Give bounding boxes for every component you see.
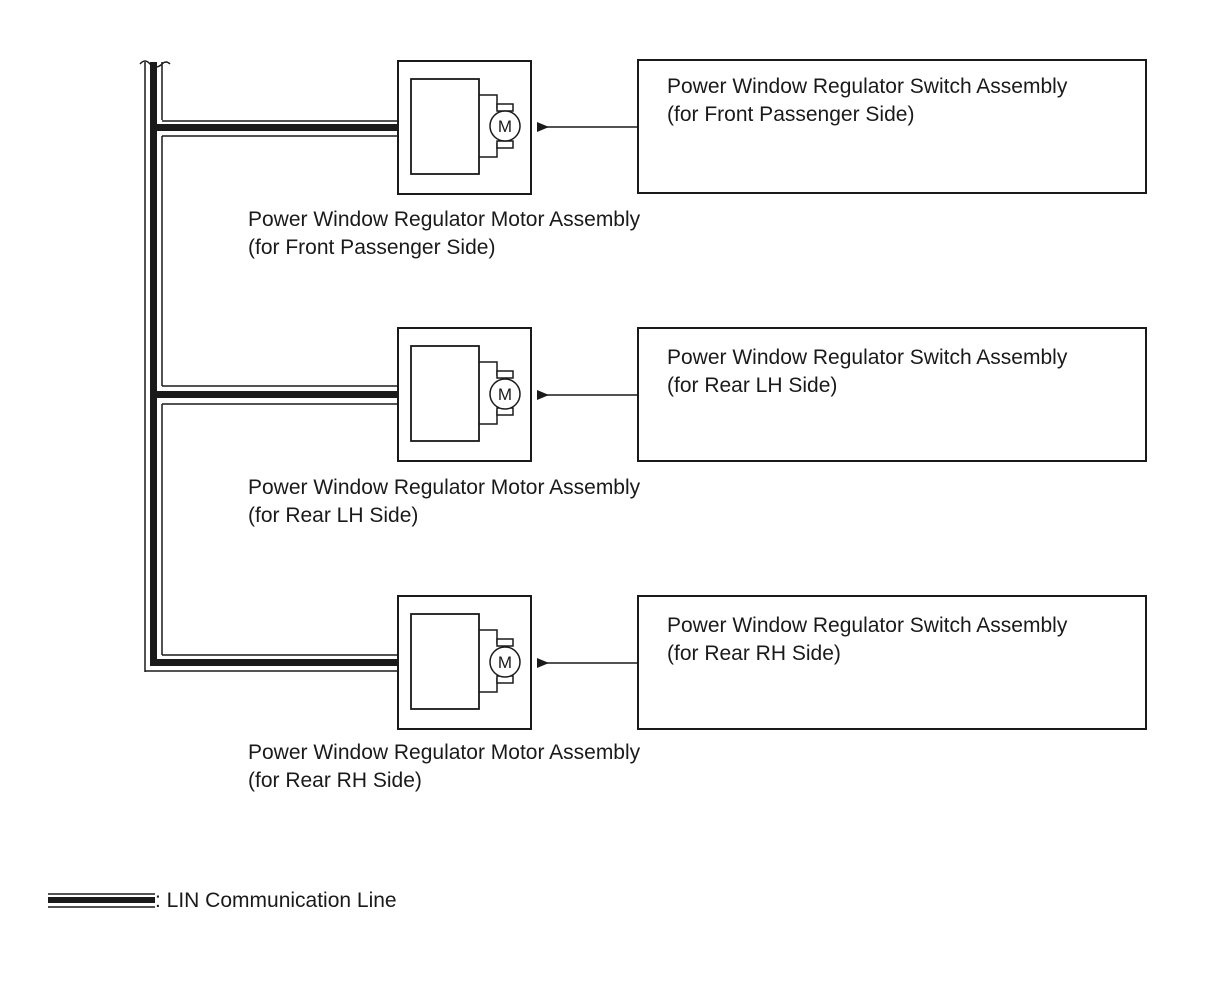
motor-symbol: M — [498, 385, 512, 404]
motor-assembly-rear-rh: M — [397, 595, 532, 730]
switch-label-line1: Power Window Regulator Switch Assembly — [667, 75, 1068, 98]
motor-label-line2: (for Front Passenger Side) — [248, 236, 495, 259]
legend-lin-line-sample — [48, 893, 155, 908]
switch-assembly-front-passenger: Power Window Regulator Switch Assembly (… — [637, 59, 1147, 194]
switch-label-line2: (for Front Passenger Side) — [667, 103, 914, 126]
motor-assembly-rear-lh: M — [397, 327, 532, 462]
motor-icon — [489, 110, 521, 142]
switch-assembly-rear-lh: Power Window Regulator Switch Assembly (… — [637, 327, 1147, 462]
switch-assembly-rear-rh: Power Window Regulator Switch Assembly (… — [637, 595, 1147, 730]
switch-label-line2: (for Rear LH Side) — [667, 374, 837, 397]
legend-text: : LIN Communication Line — [155, 889, 397, 912]
switch-label-line1: Power Window Regulator Switch Assembly — [667, 614, 1068, 637]
motor-icon — [489, 378, 521, 410]
lin-bus-trunk — [139, 60, 171, 672]
motor-label-line2: (for Rear LH Side) — [248, 504, 418, 527]
lin-branch-rear-rh — [145, 654, 398, 672]
lin-branch-rear-lh — [150, 385, 398, 405]
motor-symbol: M — [498, 653, 512, 672]
switch-label-line2: (for Rear RH Side) — [667, 642, 841, 665]
motor-label-line1: Power Window Regulator Motor Assembly — [248, 208, 641, 231]
switch-label-line1: Power Window Regulator Switch Assembly — [667, 346, 1068, 369]
motor-assembly-front-passenger: M — [397, 60, 532, 195]
motor-label-line1: Power Window Regulator Motor Assembly — [248, 476, 641, 499]
motor-symbol: M — [498, 117, 512, 136]
motor-label-line2: (for Rear RH Side) — [248, 769, 422, 792]
lin-branch-front-passenger — [150, 120, 398, 137]
legend: : LIN Communication Line — [48, 889, 397, 912]
motor-label-line1: Power Window Regulator Motor Assembly — [248, 741, 641, 764]
motor-icon — [489, 646, 521, 678]
